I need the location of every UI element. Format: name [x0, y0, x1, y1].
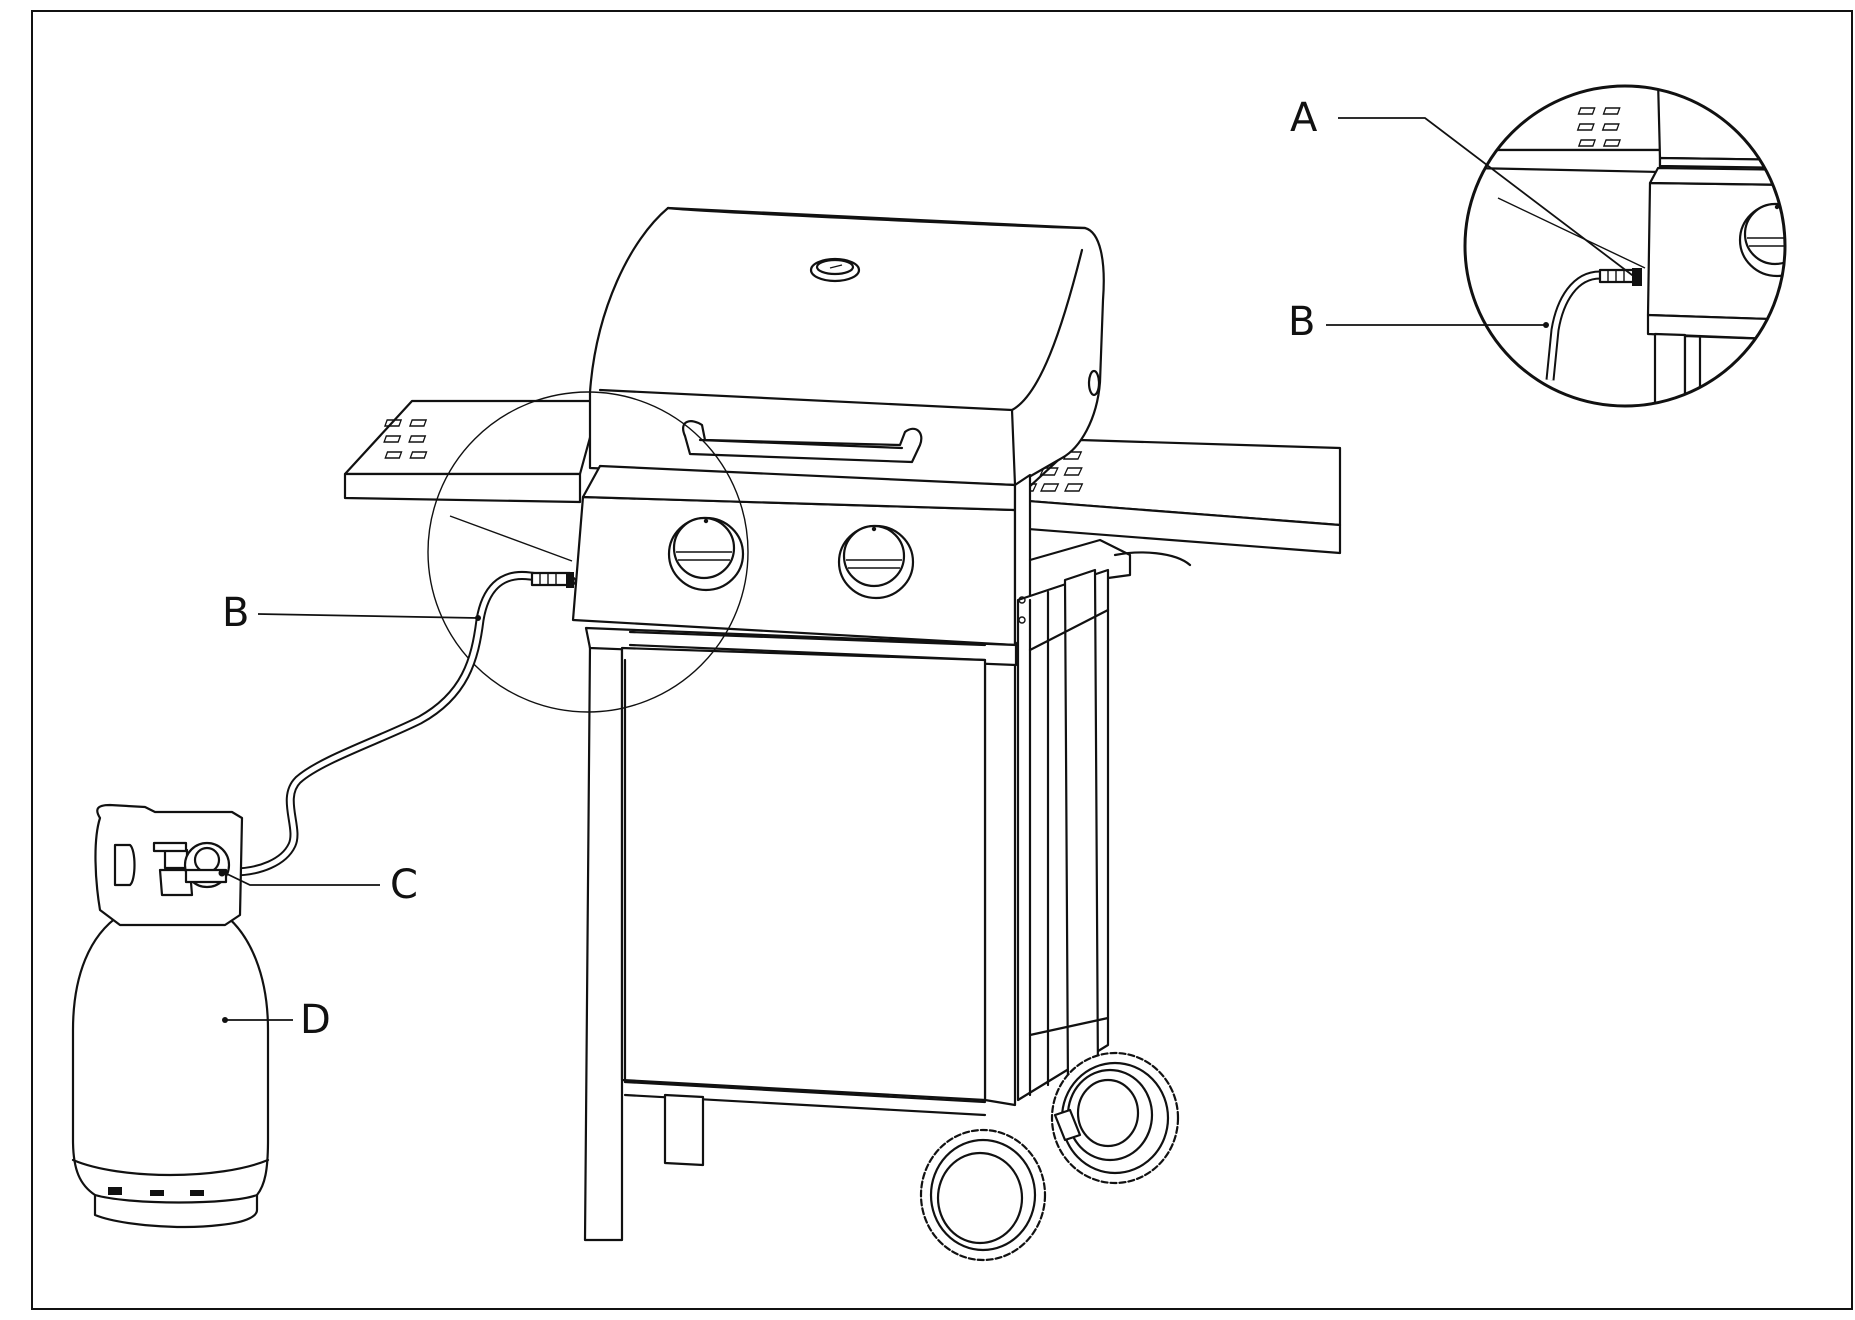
callout-c: C	[390, 862, 418, 908]
detail-inset	[1463, 84, 1787, 408]
left-side-table	[343, 399, 602, 504]
diagram-frame	[31, 10, 1853, 1310]
rear-wheel	[1050, 1051, 1180, 1185]
grill-lid	[588, 206, 1105, 487]
hose-connector	[530, 571, 572, 587]
detail-circle-main	[427, 391, 749, 713]
front-wheel	[919, 1128, 1047, 1262]
wheels	[919, 1051, 1180, 1262]
leader-lines	[224, 117, 1637, 1021]
control-panel	[571, 464, 1032, 647]
grill-cart	[583, 538, 1192, 1242]
callout-a: A	[1290, 95, 1318, 141]
gas-hose	[228, 570, 577, 877]
callout-d: D	[300, 997, 331, 1043]
callout-b-main: B	[222, 590, 250, 636]
callout-b-detail: B	[1288, 299, 1316, 345]
gas-cylinder	[71, 803, 270, 1229]
